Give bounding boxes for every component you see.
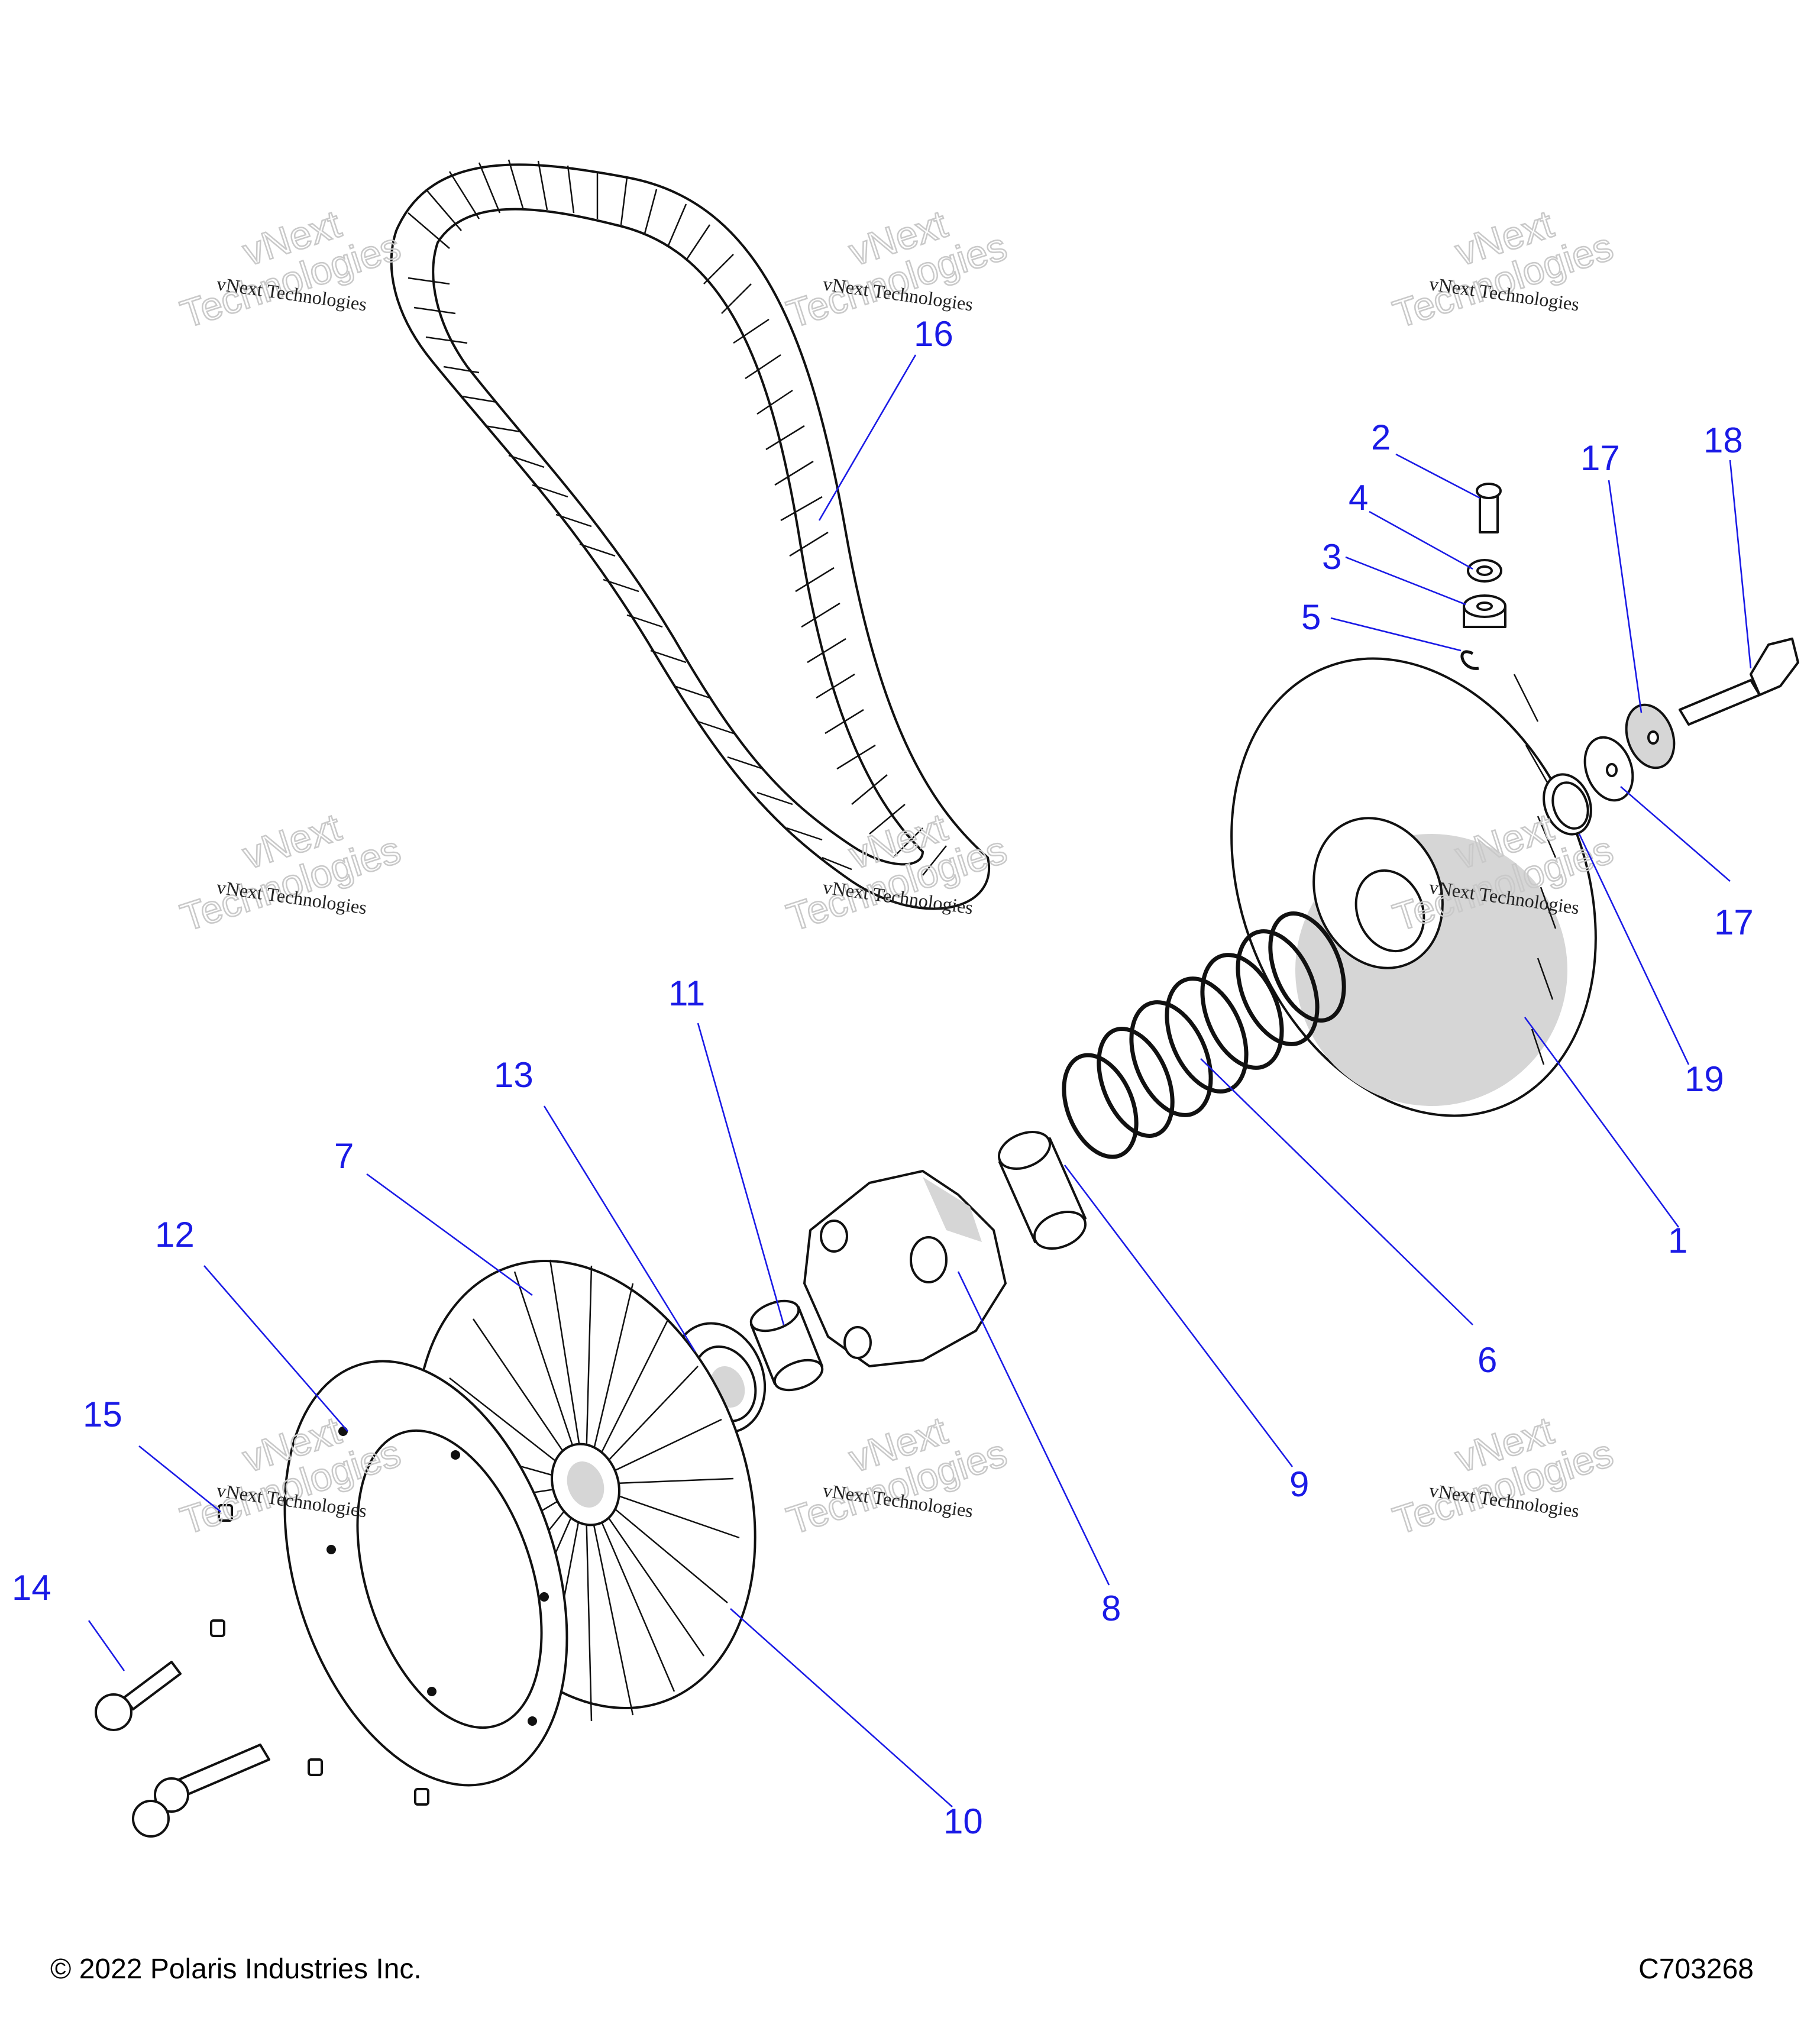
- callout-4: 4: [1349, 478, 1368, 518]
- spring: [1062, 911, 1346, 1159]
- drive-belt: [390, 159, 990, 910]
- retaining-bolt: [1679, 638, 1799, 726]
- callout-18: 18: [1703, 421, 1743, 460]
- screws: [210, 1504, 429, 1806]
- washer-lower: [1583, 736, 1634, 802]
- callout-14: 14: [12, 1568, 51, 1608]
- washer-upper: [1625, 703, 1676, 769]
- callout-labels: 1 2 3 4 5 6 7 8 9 10 11 12 13 14 15 16 1…: [12, 314, 1754, 1841]
- e-clip: [1460, 650, 1479, 670]
- callout-3: 3: [1322, 537, 1341, 577]
- bushing-large: [997, 1131, 1087, 1250]
- callout-10: 10: [943, 1802, 983, 1841]
- callout-5: 5: [1301, 597, 1321, 637]
- roller: [1463, 594, 1506, 628]
- callout-17-lower: 17: [1714, 903, 1754, 942]
- copyright-notice: © 2022 Polaris Industries Inc.: [50, 1954, 422, 1985]
- o-ring: [1543, 773, 1592, 836]
- diagram-code: C703268: [1638, 1954, 1754, 1985]
- washer-small: [1467, 559, 1502, 583]
- callout-1: 1: [1668, 1221, 1687, 1260]
- callout-11: 11: [668, 974, 705, 1013]
- callout-16: 16: [914, 314, 953, 354]
- moveable-sheave: [1230, 657, 1597, 1117]
- spider: [803, 1170, 1007, 1367]
- callout-9: 9: [1289, 1464, 1309, 1504]
- flange-bolts: [95, 1661, 270, 1838]
- callout-2: 2: [1371, 418, 1391, 457]
- callout-13: 13: [494, 1055, 534, 1095]
- callout-12: 12: [155, 1215, 195, 1254]
- leader-lines: [88, 354, 1752, 1807]
- cover-plate: [283, 1360, 568, 1787]
- bushing-small: [749, 1299, 824, 1392]
- callout-6: 6: [1477, 1340, 1497, 1380]
- callout-17-upper: 17: [1580, 438, 1620, 478]
- callout-8: 8: [1101, 1589, 1121, 1628]
- callout-19: 19: [1685, 1059, 1724, 1099]
- callout-7: 7: [334, 1136, 354, 1176]
- roller-pin: [1476, 483, 1502, 533]
- callout-15: 15: [83, 1395, 122, 1434]
